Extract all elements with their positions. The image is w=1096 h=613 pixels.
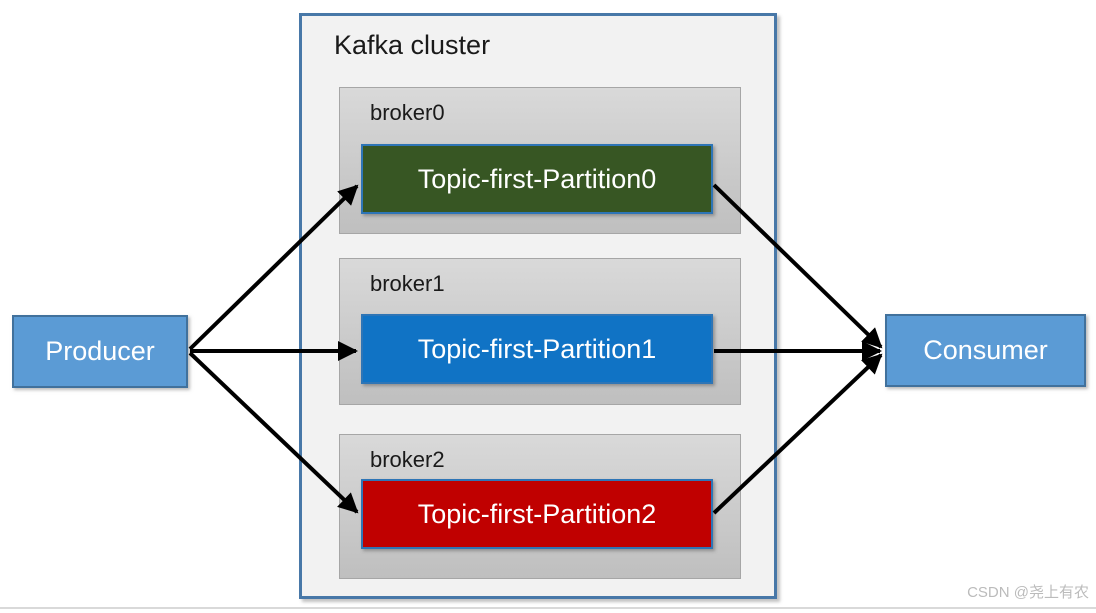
partition1-label: Topic-first-Partition1	[417, 333, 657, 364]
producer-box: Producer	[12, 315, 188, 388]
kafka-cluster-box: Kafka cluster broker0 Topic-first-Partit…	[299, 13, 777, 599]
broker0-box: broker0 Topic-first-Partition0	[339, 87, 741, 234]
partition2-label: Topic-first-Partition2	[417, 498, 657, 529]
broker1-label: broker1	[370, 271, 445, 296]
partition0-box: Topic-first-Partition0	[361, 144, 713, 214]
broker0-label: broker0	[370, 100, 445, 125]
broker2-box: broker2 Topic-first-Partition2	[339, 434, 741, 579]
watermark-text: CSDN @尧上有农	[967, 584, 1089, 601]
kafka-cluster-title: Kafka cluster	[334, 30, 491, 60]
partition1-box: Topic-first-Partition1	[361, 314, 713, 384]
producer-label: Producer	[45, 336, 155, 366]
broker1-box: broker1 Topic-first-Partition1	[339, 258, 741, 405]
consumer-label: Consumer	[923, 335, 1048, 365]
broker2-label: broker2	[370, 447, 445, 472]
partition2-box: Topic-first-Partition2	[361, 479, 713, 549]
partition0-label: Topic-first-Partition0	[417, 163, 657, 194]
consumer-box: Consumer	[885, 314, 1086, 387]
bottom-divider	[0, 607, 1096, 609]
